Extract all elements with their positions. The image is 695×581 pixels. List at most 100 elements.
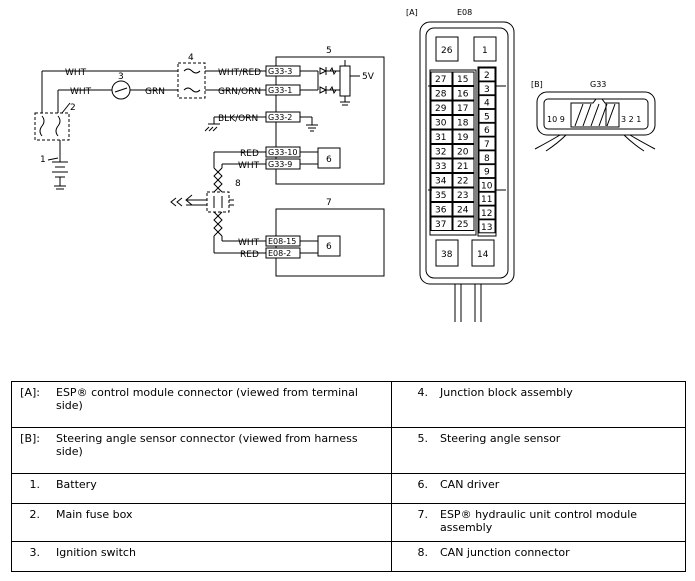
e08-pin-cell <box>430 100 453 115</box>
callout-4: 4 <box>188 53 194 63</box>
e08-pin-cell <box>452 158 475 173</box>
e08-pin: 28 <box>435 90 447 100</box>
legend-cell: 3. Ignition switch <box>11 541 392 572</box>
legend-text: ESP® hydraulic unit control module assem… <box>440 508 638 534</box>
e08-pin-cell <box>452 71 475 86</box>
e08-pin: 37 <box>435 220 446 230</box>
legend-text: ESP® control module connector (viewed fr… <box>56 386 358 412</box>
legend-key: 8. <box>417 546 429 559</box>
legend-cell: 5.Steering angle sensor <box>391 427 686 474</box>
e08-pin-cell <box>430 144 453 159</box>
e08-pin: 14 <box>477 250 489 260</box>
legend-cell: 7.ESP® hydraulic unit control module ass… <box>391 503 686 542</box>
wire-label: RED <box>240 149 259 159</box>
legend-text: CAN driver <box>440 478 500 491</box>
wiring-diagram: WHT WHT GRN WHT/RED GRN/ORN BLK/ORN RED … <box>34 8 656 322</box>
wire-label: WHT <box>238 161 260 171</box>
e08-pin-cell <box>452 86 475 101</box>
callout-2: 2 <box>70 103 76 113</box>
e08-pin-cell <box>452 216 475 231</box>
callout-7: 7 <box>326 198 332 208</box>
legend-cell: [B]:Steering angle sensor connector (vie… <box>11 427 392 474</box>
wire-label: WHT <box>238 238 260 248</box>
legend-key: 6. <box>417 478 429 491</box>
g33-left-pins: 10 9 <box>547 115 565 124</box>
e08-pin-cell <box>478 108 496 123</box>
e08-pin-cell <box>430 216 453 231</box>
e08-pin: 2 <box>484 71 490 81</box>
e08-pin: 19 <box>457 133 469 143</box>
legend-text: Main fuse box <box>56 508 133 521</box>
e08-pin: 8 <box>484 154 490 164</box>
e08-pin: 10 <box>481 181 493 191</box>
e08-pin: 11 <box>481 195 492 205</box>
callout-6a: 6 <box>326 155 332 165</box>
e08-pin-cell <box>452 187 475 202</box>
pin-label: G33-10 <box>268 148 297 157</box>
e08-pin: 33 <box>435 162 446 172</box>
pin-label: G33-9 <box>268 160 292 169</box>
e08-pin: 20 <box>457 148 469 158</box>
legend-key: 3. <box>29 546 41 559</box>
e08-pin: 26 <box>441 46 453 56</box>
legend-text: Ignition switch <box>56 546 136 559</box>
legend-key: 4. <box>417 386 429 399</box>
wire-label: BLK/ORN <box>218 114 258 124</box>
e08-pin-cell <box>478 205 496 220</box>
wire-label: WHT/RED <box>218 68 261 78</box>
e08-pin-cell <box>430 115 453 130</box>
e08-pin-cell <box>452 202 475 217</box>
e08-pin: 21 <box>457 162 468 172</box>
e08-pin-cell <box>478 219 496 234</box>
callout-3: 3 <box>118 72 124 82</box>
legend-row: [A]: ESP® control module connector (viewe… <box>11 381 686 428</box>
pin-label: G33-2 <box>268 113 292 122</box>
legend-key: 2. <box>29 508 41 521</box>
voltage-label: 5V <box>362 72 375 82</box>
e08-pin-cell <box>478 177 496 192</box>
e08-pin: 32 <box>435 148 446 158</box>
e08-pin-cell <box>478 67 496 82</box>
legend-text: CAN junction connector <box>440 546 570 559</box>
e08-pin-cell <box>430 187 453 202</box>
callout-1: 1 <box>40 155 46 165</box>
e08-pin: 27 <box>435 75 446 85</box>
e08-pin: 30 <box>435 119 447 129</box>
pin-label: G33-3 <box>268 67 292 76</box>
e08-pin: 36 <box>435 206 447 216</box>
g33-right-pins: 3 2 1 <box>621 115 641 124</box>
e08-pin: 1 <box>482 46 488 56</box>
wire-label: WHT <box>65 68 87 78</box>
e08-pin: 25 <box>457 220 468 230</box>
e08-pin: 12 <box>481 209 492 219</box>
legend-row: 1. Battery 6. CAN driver <box>11 473 686 504</box>
e08-pin: 29 <box>435 104 447 114</box>
legend-key: 1. <box>29 478 41 491</box>
e08-pin-cell <box>478 122 496 137</box>
e08-pin-cell <box>452 100 475 115</box>
legend-cell: 6. CAN driver <box>391 473 686 504</box>
legend-row: [B]:Steering angle sensor connector (vie… <box>11 427 686 474</box>
legend-text: Battery <box>56 478 97 491</box>
e08-pin: 13 <box>481 223 492 233</box>
e08-pin: 24 <box>457 206 469 216</box>
e08-pin: 17 <box>457 104 468 114</box>
legend-text: Steering angle sensor <box>440 432 561 445</box>
e08-pin: 6 <box>484 126 490 136</box>
e08-pin-cell <box>478 191 496 206</box>
connector-a-tag: [A] <box>406 8 418 17</box>
legend-key: [B]: <box>20 432 40 445</box>
e08-pin: 38 <box>441 250 453 260</box>
e08-pin: 3 <box>484 85 490 95</box>
e08-pin: 23 <box>457 191 468 201</box>
callout-6b: 6 <box>326 242 332 252</box>
e08-pin-cell <box>430 129 453 144</box>
e08-pin-cell <box>478 136 496 151</box>
wire-label: WHT <box>70 87 92 97</box>
e08-pin: 5 <box>484 112 490 122</box>
e08-pin-cell <box>430 86 453 101</box>
legend-key: [A]: <box>20 386 40 399</box>
e08-pin-cell <box>478 150 496 165</box>
e08-pin: 9 <box>484 168 490 178</box>
